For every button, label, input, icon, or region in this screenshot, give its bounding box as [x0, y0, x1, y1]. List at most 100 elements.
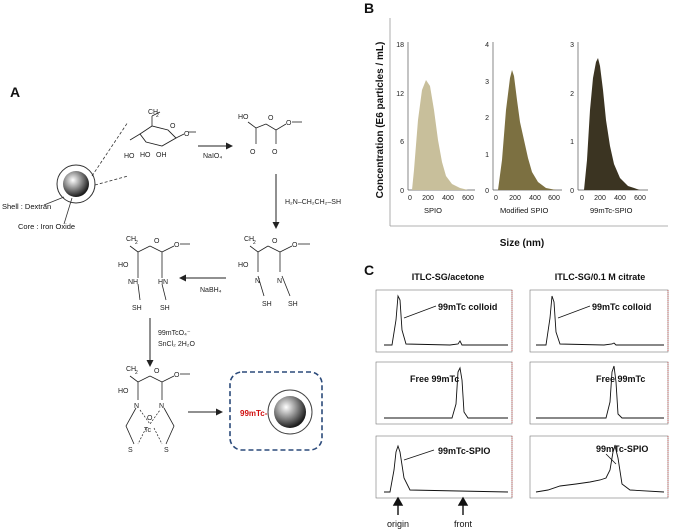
panel-c-label: C [364, 262, 375, 278]
reagent-cysteamine: H₂N–CH₂CH₂–SH [285, 199, 341, 206]
histogram-tc-spio: 0 1 2 3 0 200 400 600 99mTc-SPIO [570, 42, 648, 215]
svg-text:200: 200 [594, 195, 606, 202]
svg-text:SH: SH [132, 305, 142, 312]
histogram-spio-fill [412, 80, 468, 190]
svg-text:O: O [174, 242, 180, 249]
reagent-stannous: SnCl₂ 2H₂O [158, 341, 196, 348]
svg-text:CH: CH [126, 236, 136, 243]
trace-acetone-spio [384, 444, 509, 493]
label-acetone-free: Free 99mTc [410, 374, 459, 384]
svg-text:SH: SH [160, 305, 170, 312]
label-citrate-spio: 99mTc-SPIO [596, 444, 648, 454]
nanoparticle-icon [56, 164, 96, 204]
svg-text:1: 1 [485, 152, 489, 159]
panel-a-label: A [10, 84, 21, 100]
svg-text:S: S [164, 447, 169, 454]
svg-text:0: 0 [408, 195, 412, 202]
label-citrate-colloid: 99mTc colloid [592, 302, 651, 312]
histogram-x-axis-title: Size (nm) [500, 238, 544, 249]
svg-text:O: O [154, 368, 160, 375]
svg-text:600: 600 [634, 195, 646, 202]
trace-acetone-colloid [384, 294, 508, 346]
svg-text:HO: HO [124, 153, 135, 160]
svg-text:N: N [255, 278, 260, 285]
dextran-unit: CH2 O O HO HO OH [124, 109, 196, 160]
svg-text:CH: CH [126, 366, 136, 373]
svg-text:4: 4 [485, 42, 489, 49]
svg-text:0: 0 [570, 188, 574, 195]
svg-text:3: 3 [485, 79, 489, 86]
svg-text:0: 0 [485, 188, 489, 195]
svg-text:HO: HO [238, 114, 249, 121]
imine-unit: CH2 O O HO N N SH SH [238, 236, 310, 308]
front-label: front [454, 519, 473, 529]
svg-text:HO: HO [118, 388, 129, 395]
svg-text:2: 2 [135, 240, 138, 246]
svg-text:N: N [134, 403, 139, 410]
svg-text:OH: OH [156, 152, 167, 159]
svg-text:O: O [184, 131, 190, 138]
histogram-tc-spio-label: 99mTc-SPIO [590, 206, 633, 215]
svg-text:HO: HO [118, 262, 129, 269]
svg-text:O: O [250, 149, 256, 156]
product-label: 99mTc- [240, 409, 268, 418]
svg-text:O: O [147, 415, 153, 422]
trace-citrate-free [536, 365, 664, 419]
svg-text:O: O [174, 372, 180, 379]
reagent-borohydride: NaBH₄ [200, 287, 222, 294]
svg-text:NH: NH [128, 279, 138, 286]
svg-text:200: 200 [509, 195, 521, 202]
svg-text:CH: CH [148, 109, 158, 116]
svg-text:Tc: Tc [144, 427, 152, 434]
itlc-col2-title: ITLC-SG/0.1 M citrate [555, 272, 646, 282]
trace-acetone-free [384, 366, 508, 419]
svg-text:O: O [272, 238, 278, 245]
svg-text:O: O [170, 123, 176, 130]
svg-text:3: 3 [570, 42, 574, 49]
reagent-pertechnetate: 99mTcO₄⁻ [158, 330, 191, 337]
histogram-y-axis-title: Concentration (E6 particles / mL) [375, 42, 386, 199]
svg-text:HN: HN [158, 279, 168, 286]
svg-text:O: O [154, 238, 160, 245]
svg-text:0: 0 [494, 195, 498, 202]
trace-citrate-colloid [536, 295, 664, 346]
svg-text:HO: HO [238, 262, 249, 269]
shell-label: Shell : Dextran [2, 202, 51, 211]
histogram-modified-spio: 0 1 2 3 4 0 200 400 600 Modified SPIO [485, 42, 562, 215]
svg-text:2: 2 [156, 113, 159, 119]
svg-text:600: 600 [462, 195, 474, 202]
svg-text:400: 400 [614, 195, 626, 202]
label-citrate-free: Free 99mTc [596, 374, 645, 384]
svg-text:0: 0 [400, 188, 404, 195]
product-box [229, 371, 323, 451]
histogram-spio-label: SPIO [424, 206, 442, 215]
svg-text:400: 400 [529, 195, 541, 202]
svg-text:200: 200 [422, 195, 434, 202]
svg-text:400: 400 [442, 195, 454, 202]
svg-text:2: 2 [485, 115, 489, 122]
svg-text:O: O [272, 149, 278, 156]
histogram-modified-spio-label: Modified SPIO [500, 206, 549, 215]
svg-text:N: N [159, 403, 164, 410]
svg-text:CH: CH [244, 236, 254, 243]
svg-text:SH: SH [288, 301, 298, 308]
label-acetone-spio: 99mTc-SPIO [438, 446, 490, 456]
itlc-col1-title: ITLC-SG/acetone [412, 272, 485, 282]
origin-label: origin [387, 519, 409, 529]
svg-text:0: 0 [580, 195, 584, 202]
svg-text:2: 2 [570, 91, 574, 98]
label-acetone-colloid: 99mTc colloid [438, 302, 497, 312]
histogram-spio: 0 6 12 18 0 200 400 600 SPIO [396, 42, 475, 215]
dialdehyde-unit: HO O O O O [238, 114, 302, 156]
svg-text:N: N [277, 278, 282, 285]
svg-text:18: 18 [396, 42, 404, 49]
svg-text:2: 2 [135, 370, 138, 376]
svg-text:2: 2 [253, 240, 256, 246]
svg-text:O: O [286, 120, 292, 127]
trace-citrate-spio [535, 444, 665, 493]
core-label: Core : Iron Oxide [18, 222, 75, 231]
svg-text:HO: HO [140, 152, 151, 159]
histogram-tc-spio-fill [584, 58, 640, 190]
reaction-scheme: Shell : Dextran Core : Iron Oxide CH2 O … [2, 109, 341, 454]
labeled-nanoparticle-icon [267, 389, 313, 435]
